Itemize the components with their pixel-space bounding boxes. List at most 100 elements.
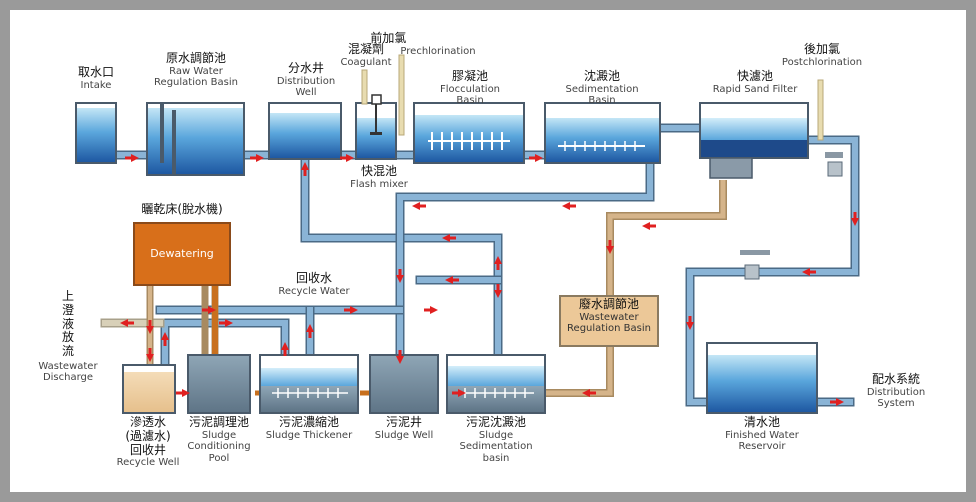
label-en: Prechlorination — [400, 45, 476, 57]
label-en: Raw Water — [169, 65, 223, 77]
sludge-thickener-tank — [259, 354, 359, 414]
label-en: Well — [295, 87, 317, 99]
label-zh: 後加氯 — [803, 42, 841, 56]
label-en: Sludge — [478, 429, 514, 441]
label-en: Intake — [80, 79, 112, 91]
label-en: Finished Water — [725, 429, 799, 441]
label-coagulant: 混凝劑 Coagulant — [340, 42, 392, 68]
label-zh: 污泥調理池 — [188, 415, 249, 429]
label-en: Flash mixer — [350, 178, 408, 190]
intake-tank — [75, 102, 117, 164]
label-zh: 快濾池 — [736, 69, 773, 83]
valve-icon — [740, 152, 843, 280]
label-zh: 回收水 — [295, 271, 332, 285]
label-en: Conditioning — [187, 441, 251, 453]
label-en: Basin — [588, 95, 616, 107]
distribution-well-tank — [268, 102, 342, 160]
sludge-conditioning-tank — [187, 354, 251, 414]
label-en: Distribution — [276, 75, 336, 87]
label-zh: 混凝劑 — [347, 42, 384, 56]
label-raw-water: 原水調節池 Raw Water Regulation Basin — [154, 51, 238, 89]
label-en: Pool — [208, 452, 230, 464]
label-en: Reservoir — [738, 441, 786, 453]
label-en: Recycle Well — [116, 457, 180, 469]
label-recycle-water: 回收水 Recycle Water — [278, 271, 350, 297]
flocculation-basin — [413, 102, 525, 164]
label-prechlorination: 前加氯 Prechlorination — [370, 31, 476, 57]
label-en: Sludge — [201, 429, 237, 441]
label-zh: 曬乾床(脫水機) — [141, 202, 223, 216]
label-en: Flocculation — [439, 83, 501, 95]
label-zh: 上 — [61, 289, 74, 303]
label-zh: 污泥井 — [385, 415, 423, 429]
label-dewatering-title: 曬乾床(脫水機) — [141, 202, 223, 217]
rapid-sand-filter — [699, 79, 824, 179]
label-rapid-sand-filter: 快濾池 Rapid Sand Filter — [712, 69, 798, 95]
process-diagram — [75, 54, 860, 414]
finished-water-reservoir — [706, 342, 818, 414]
label-en: Regulation Basin — [154, 77, 238, 89]
label-zh: 膠凝池 — [451, 69, 489, 83]
label-postchlorination: 後加氯 Postchlorination — [781, 42, 863, 68]
label-en: Discharge — [42, 372, 94, 384]
label-en: Sludge Thickener — [265, 429, 353, 441]
wastewater-regulation-basin — [559, 295, 659, 347]
sedimentation-basin — [544, 102, 661, 164]
flash-mixer-tank — [355, 94, 397, 160]
label-en: Recycle Water — [278, 285, 350, 297]
label-zh: 液 — [61, 316, 74, 331]
label-zh: (過濾水) — [125, 428, 171, 443]
label-zh: 前加氯 — [370, 31, 407, 45]
label-zh: 污泥沈澱池 — [465, 415, 526, 429]
label-distribution-well: 分水井 Distribution Well — [276, 61, 336, 99]
label-zh: 廢水調節池 — [578, 297, 639, 311]
dewatering-unit — [133, 222, 231, 286]
coagulant-pipe — [361, 54, 405, 136]
label-sludge-conditioning: 污泥調理池 Sludge Conditioning Pool — [187, 415, 251, 464]
label-en: Regulation Basin — [567, 323, 651, 335]
label-wastewater-discharge: 上 澄 液 放 流 Wastewater Discharge — [38, 289, 98, 384]
label-zh: 配水系統 — [871, 372, 920, 386]
label-en: Wastewater — [38, 360, 98, 372]
tan-pipes — [146, 180, 727, 397]
label-finished-water: 清水池 Finished Water Reservoir — [725, 415, 799, 453]
label-sludge-well: 污泥井 Sludge Well — [374, 415, 434, 441]
label-en: Postchlorination — [781, 56, 863, 68]
label-en: Coagulant — [340, 56, 392, 68]
label-flocculation: 膠凝池 Flocculation Basin — [439, 69, 501, 107]
label-zh: 放 — [61, 330, 74, 345]
label-en: basin — [482, 452, 510, 464]
sludge-well-tank — [369, 354, 439, 414]
label-zh: 流 — [61, 344, 74, 359]
label-sludge-thickener: 污泥濃縮池 Sludge Thickener — [265, 415, 353, 441]
label-sludge-sedimentation: 污泥沈澱池 Sludge Sedimentation basin — [459, 415, 533, 464]
label-intake: 取水口 Intake — [77, 65, 115, 91]
raw-water-basin — [146, 102, 245, 176]
label-distribution-system: 配水系統 Distribution System — [866, 372, 926, 410]
diagram-frame: 取水口 Intake 原水調節池 Raw Water Regulation Ba… — [10, 10, 966, 492]
label-zh: 分水井 — [287, 61, 324, 75]
label-zh: 沈澱池 — [583, 69, 620, 83]
dewatering-box-label: Dewatering — [150, 247, 214, 260]
label-en: Sludge Well — [374, 429, 434, 441]
label-zh: 清水池 — [743, 415, 780, 429]
label-en: Rapid Sand Filter — [712, 83, 798, 95]
label-flash-mixer: 快混池 Flash mixer — [350, 164, 408, 190]
label-zh: 快混池 — [360, 164, 397, 178]
label-zh: 澄 — [61, 302, 74, 317]
recycle-well-tank — [122, 364, 176, 414]
label-zh: 回收井 — [129, 442, 166, 457]
sludge-sedimentation-tank — [446, 354, 546, 414]
label-wastewater-regulation: 廢水調節池 Wastewater Regulation Basin — [560, 297, 658, 335]
label-en: Distribution — [866, 386, 926, 398]
label-recycle-well: 滲透水 (過濾水) 回收井 Recycle Well — [116, 415, 180, 469]
label-zh: 原水調節池 — [165, 51, 226, 65]
label-en: System — [877, 398, 915, 410]
label-zh: 污泥濃縮池 — [278, 415, 339, 429]
label-en: Sedimentation — [565, 83, 639, 95]
label-en: Sedimentation — [459, 441, 533, 453]
label-zh: 滲透水 — [129, 415, 166, 429]
label-sedimentation: 沈澱池 Sedimentation Basin — [565, 69, 639, 107]
label-en: Wastewater — [579, 311, 639, 323]
label-zh: 取水口 — [77, 65, 115, 79]
